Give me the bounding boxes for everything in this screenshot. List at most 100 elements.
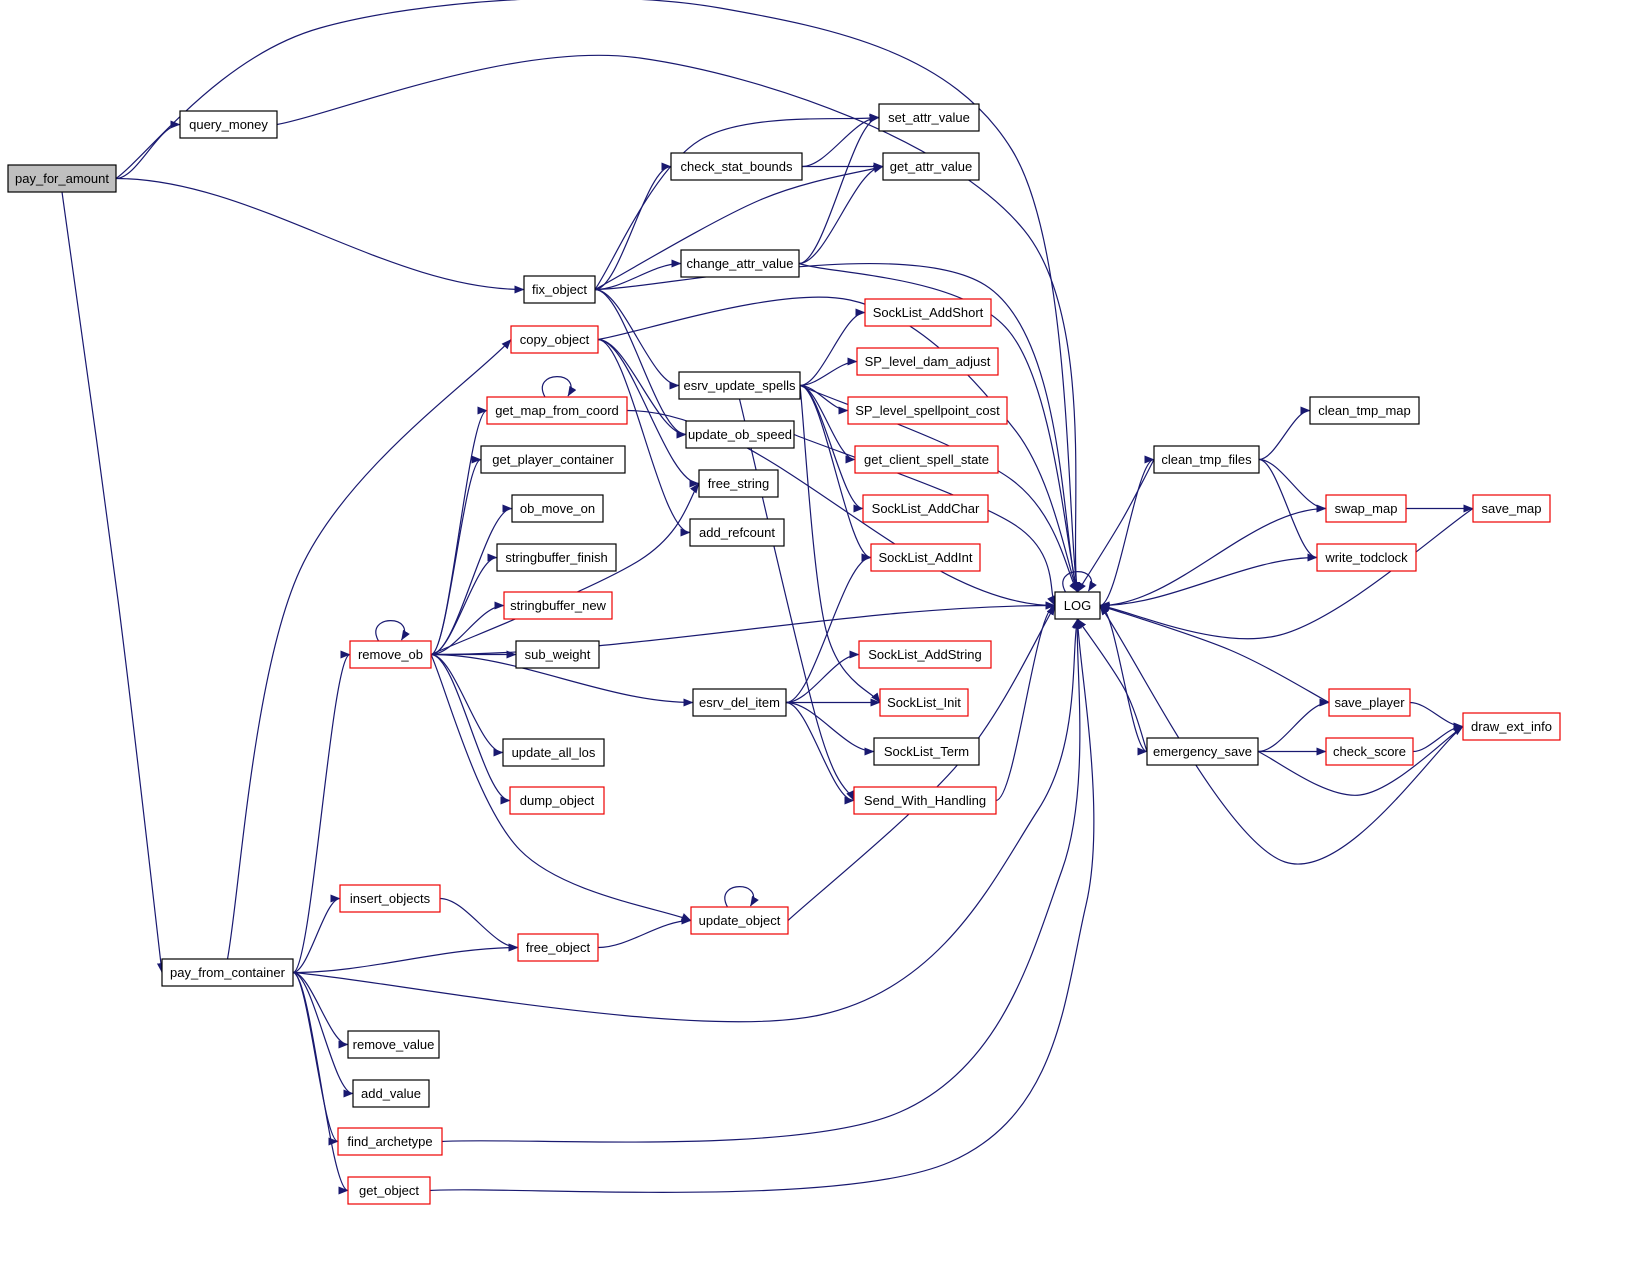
node-box-clean_tmp_files[interactable]: [1153, 445, 1260, 474]
node-box-emergency_save[interactable]: [1146, 737, 1259, 766]
node-pay_from_container[interactable]: pay_from_container: [161, 958, 294, 987]
node-box-esrv_update_spells[interactable]: [678, 371, 801, 400]
node-SockList_AddChar[interactable]: SockList_AddChar: [862, 494, 989, 523]
node-box-SockList_AddShort[interactable]: [864, 298, 992, 327]
node-update_ob_speed[interactable]: update_ob_speed: [685, 420, 795, 449]
node-stringbuffer_new[interactable]: stringbuffer_new: [503, 591, 613, 620]
node-box-save_player[interactable]: [1328, 688, 1411, 717]
node-change_attr_value[interactable]: change_attr_value: [680, 249, 800, 278]
node-clean_tmp_map[interactable]: clean_tmp_map: [1309, 396, 1420, 425]
node-box-set_attr_value[interactable]: [878, 103, 980, 132]
node-fix_object[interactable]: fix_object: [523, 275, 596, 304]
node-ob_move_on[interactable]: ob_move_on: [511, 494, 604, 523]
node-SP_level_dam_adjust[interactable]: SP_level_dam_adjust: [856, 347, 999, 376]
node-box-esrv_del_item[interactable]: [692, 688, 787, 717]
node-box-SockList_AddInt[interactable]: [870, 543, 981, 572]
node-SockList_AddInt[interactable]: SockList_AddInt: [870, 543, 981, 572]
node-box-SockList_AddChar[interactable]: [862, 494, 989, 523]
node-box-fix_object[interactable]: [523, 275, 596, 304]
node-draw_ext_info[interactable]: draw_ext_info: [1462, 712, 1561, 741]
node-box-change_attr_value[interactable]: [680, 249, 800, 278]
node-esrv_update_spells[interactable]: esrv_update_spells: [678, 371, 801, 400]
node-find_archetype[interactable]: find_archetype: [337, 1127, 443, 1156]
node-box-Send_With_Handling[interactable]: [853, 786, 997, 815]
node-get_map_from_coord[interactable]: get_map_from_coord: [486, 396, 628, 425]
node-dump_object[interactable]: dump_object: [509, 786, 605, 815]
node-box-add_value[interactable]: [352, 1079, 430, 1108]
node-box-update_all_los[interactable]: [502, 738, 605, 767]
node-box-LOG[interactable]: [1054, 591, 1101, 620]
node-box-swap_map[interactable]: [1325, 494, 1407, 523]
node-get_player_container[interactable]: get_player_container: [480, 445, 626, 474]
node-free_object[interactable]: free_object: [517, 933, 599, 962]
node-pay_for_amount[interactable]: pay_for_amount: [7, 164, 117, 193]
node-box-pay_for_amount[interactable]: [7, 164, 117, 193]
node-copy_object[interactable]: copy_object: [510, 325, 599, 354]
node-esrv_del_item[interactable]: esrv_del_item: [692, 688, 787, 717]
node-box-pay_from_container[interactable]: [161, 958, 294, 987]
node-box-check_score[interactable]: [1325, 737, 1414, 766]
node-get_object[interactable]: get_object: [347, 1176, 431, 1205]
node-box-copy_object[interactable]: [510, 325, 599, 354]
node-free_string[interactable]: free_string: [698, 469, 779, 498]
node-SockList_Term[interactable]: SockList_Term: [873, 737, 980, 766]
node-get_attr_value[interactable]: get_attr_value: [882, 152, 980, 181]
node-box-SockList_Term[interactable]: [873, 737, 980, 766]
node-write_todclock[interactable]: write_todclock: [1316, 543, 1417, 572]
node-box-query_money[interactable]: [179, 110, 278, 139]
node-box-clean_tmp_map[interactable]: [1309, 396, 1420, 425]
node-box-SockList_AddString[interactable]: [858, 640, 992, 669]
node-box-sub_weight[interactable]: [515, 640, 600, 669]
node-emergency_save[interactable]: emergency_save: [1146, 737, 1259, 766]
node-box-write_todclock[interactable]: [1316, 543, 1417, 572]
node-SockList_AddShort[interactable]: SockList_AddShort: [864, 298, 992, 327]
node-update_object[interactable]: update_object: [690, 906, 789, 935]
node-update_all_los[interactable]: update_all_los: [502, 738, 605, 767]
node-check_score[interactable]: check_score: [1325, 737, 1414, 766]
node-box-save_map[interactable]: [1472, 494, 1551, 523]
node-box-get_client_spell_state[interactable]: [854, 445, 999, 474]
node-box-update_object[interactable]: [690, 906, 789, 935]
node-box-get_attr_value[interactable]: [882, 152, 980, 181]
node-sub_weight[interactable]: sub_weight: [515, 640, 600, 669]
node-check_stat_bounds[interactable]: check_stat_bounds: [670, 152, 803, 181]
node-add_value[interactable]: add_value: [352, 1079, 430, 1108]
node-LOG[interactable]: LOG: [1054, 591, 1101, 620]
node-box-SP_level_dam_adjust[interactable]: [856, 347, 999, 376]
node-box-free_string[interactable]: [698, 469, 779, 498]
node-clean_tmp_files[interactable]: clean_tmp_files: [1153, 445, 1260, 474]
node-save_map[interactable]: save_map: [1472, 494, 1551, 523]
node-query_money[interactable]: query_money: [179, 110, 278, 139]
node-box-stringbuffer_finish[interactable]: [496, 543, 617, 572]
node-box-get_map_from_coord[interactable]: [486, 396, 628, 425]
node-box-get_player_container[interactable]: [480, 445, 626, 474]
node-box-get_object[interactable]: [347, 1176, 431, 1205]
node-box-add_refcount[interactable]: [689, 518, 785, 547]
node-box-insert_objects[interactable]: [339, 884, 441, 913]
node-box-SP_level_spellpoint_cost[interactable]: [847, 396, 1008, 425]
node-remove_value[interactable]: remove_value: [347, 1030, 440, 1059]
node-SP_level_spellpoint_cost[interactable]: SP_level_spellpoint_cost: [847, 396, 1008, 425]
node-save_player[interactable]: save_player: [1328, 688, 1411, 717]
node-box-ob_move_on[interactable]: [511, 494, 604, 523]
node-Send_With_Handling[interactable]: Send_With_Handling: [853, 786, 997, 815]
node-box-remove_value[interactable]: [347, 1030, 440, 1059]
node-box-draw_ext_info[interactable]: [1462, 712, 1561, 741]
node-swap_map[interactable]: swap_map: [1325, 494, 1407, 523]
node-box-find_archetype[interactable]: [337, 1127, 443, 1156]
node-insert_objects[interactable]: insert_objects: [339, 884, 441, 913]
node-box-stringbuffer_new[interactable]: [503, 591, 613, 620]
node-remove_ob[interactable]: remove_ob: [349, 640, 432, 669]
node-box-update_ob_speed[interactable]: [685, 420, 795, 449]
node-box-remove_ob[interactable]: [349, 640, 432, 669]
node-add_refcount[interactable]: add_refcount: [689, 518, 785, 547]
node-box-check_stat_bounds[interactable]: [670, 152, 803, 181]
node-SockList_AddString[interactable]: SockList_AddString: [858, 640, 992, 669]
node-box-dump_object[interactable]: [509, 786, 605, 815]
node-set_attr_value[interactable]: set_attr_value: [878, 103, 980, 132]
node-box-free_object[interactable]: [517, 933, 599, 962]
node-stringbuffer_finish[interactable]: stringbuffer_finish: [496, 543, 617, 572]
node-get_client_spell_state[interactable]: get_client_spell_state: [854, 445, 999, 474]
node-box-SockList_Init[interactable]: [879, 688, 969, 717]
node-SockList_Init[interactable]: SockList_Init: [879, 688, 969, 717]
